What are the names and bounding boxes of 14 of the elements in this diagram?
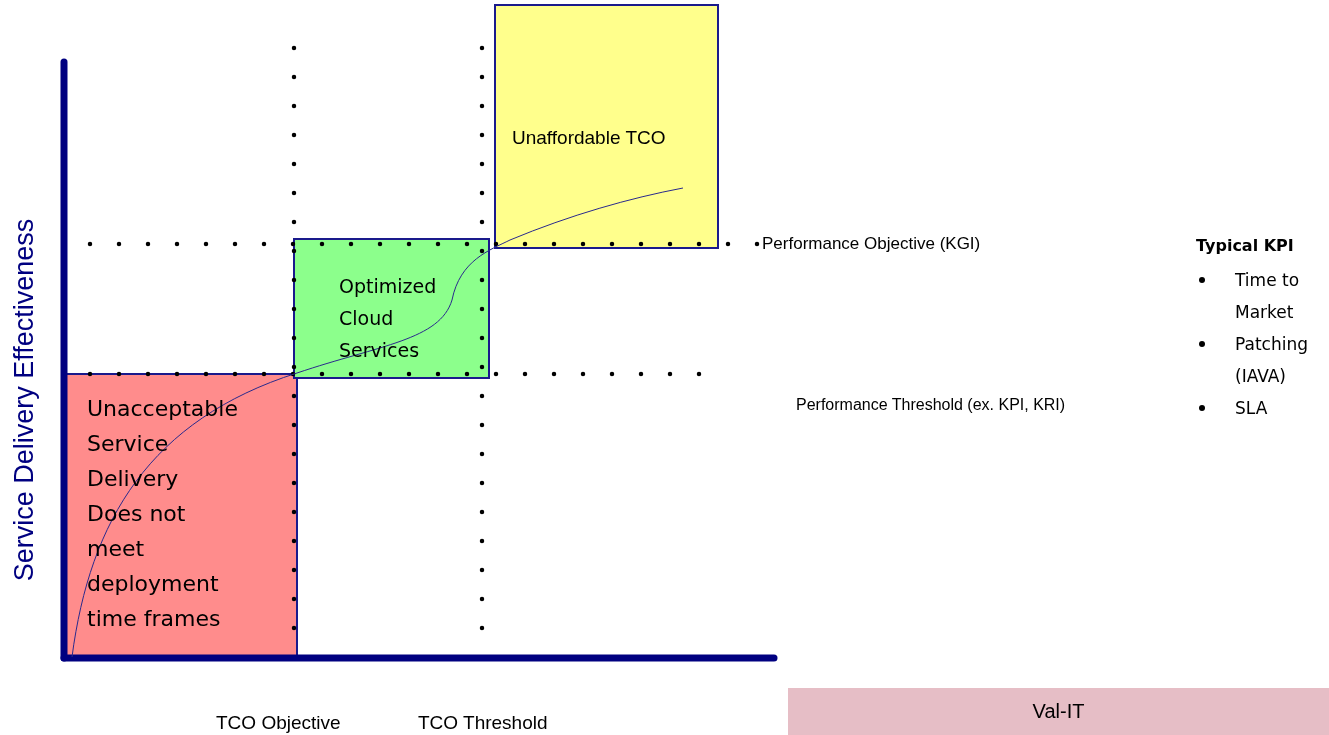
list-heading: Typical KPI — [1196, 236, 1294, 255]
list-item: SLA — [1235, 397, 1269, 420]
list-item: Patching (IAVA) — [1235, 333, 1309, 388]
zone-box — [494, 4, 719, 249]
label-band — [788, 688, 1329, 735]
axis-title: Service Delivery Effectiveness — [8, 218, 40, 582]
axis-label: TCO Objective — [216, 712, 341, 734]
band-label: Val-IT — [1032, 700, 1085, 723]
axis-label: TCO Threshold — [418, 712, 548, 734]
axis-label: Performance Threshold (ex. KPI, KRI) — [796, 396, 1066, 414]
zone-box — [293, 238, 490, 379]
zone-label: Unaffordable TCO — [512, 126, 667, 150]
list-item: Time to Market — [1235, 269, 1301, 324]
axis-label: Performance Objective (KGI) — [762, 234, 981, 254]
